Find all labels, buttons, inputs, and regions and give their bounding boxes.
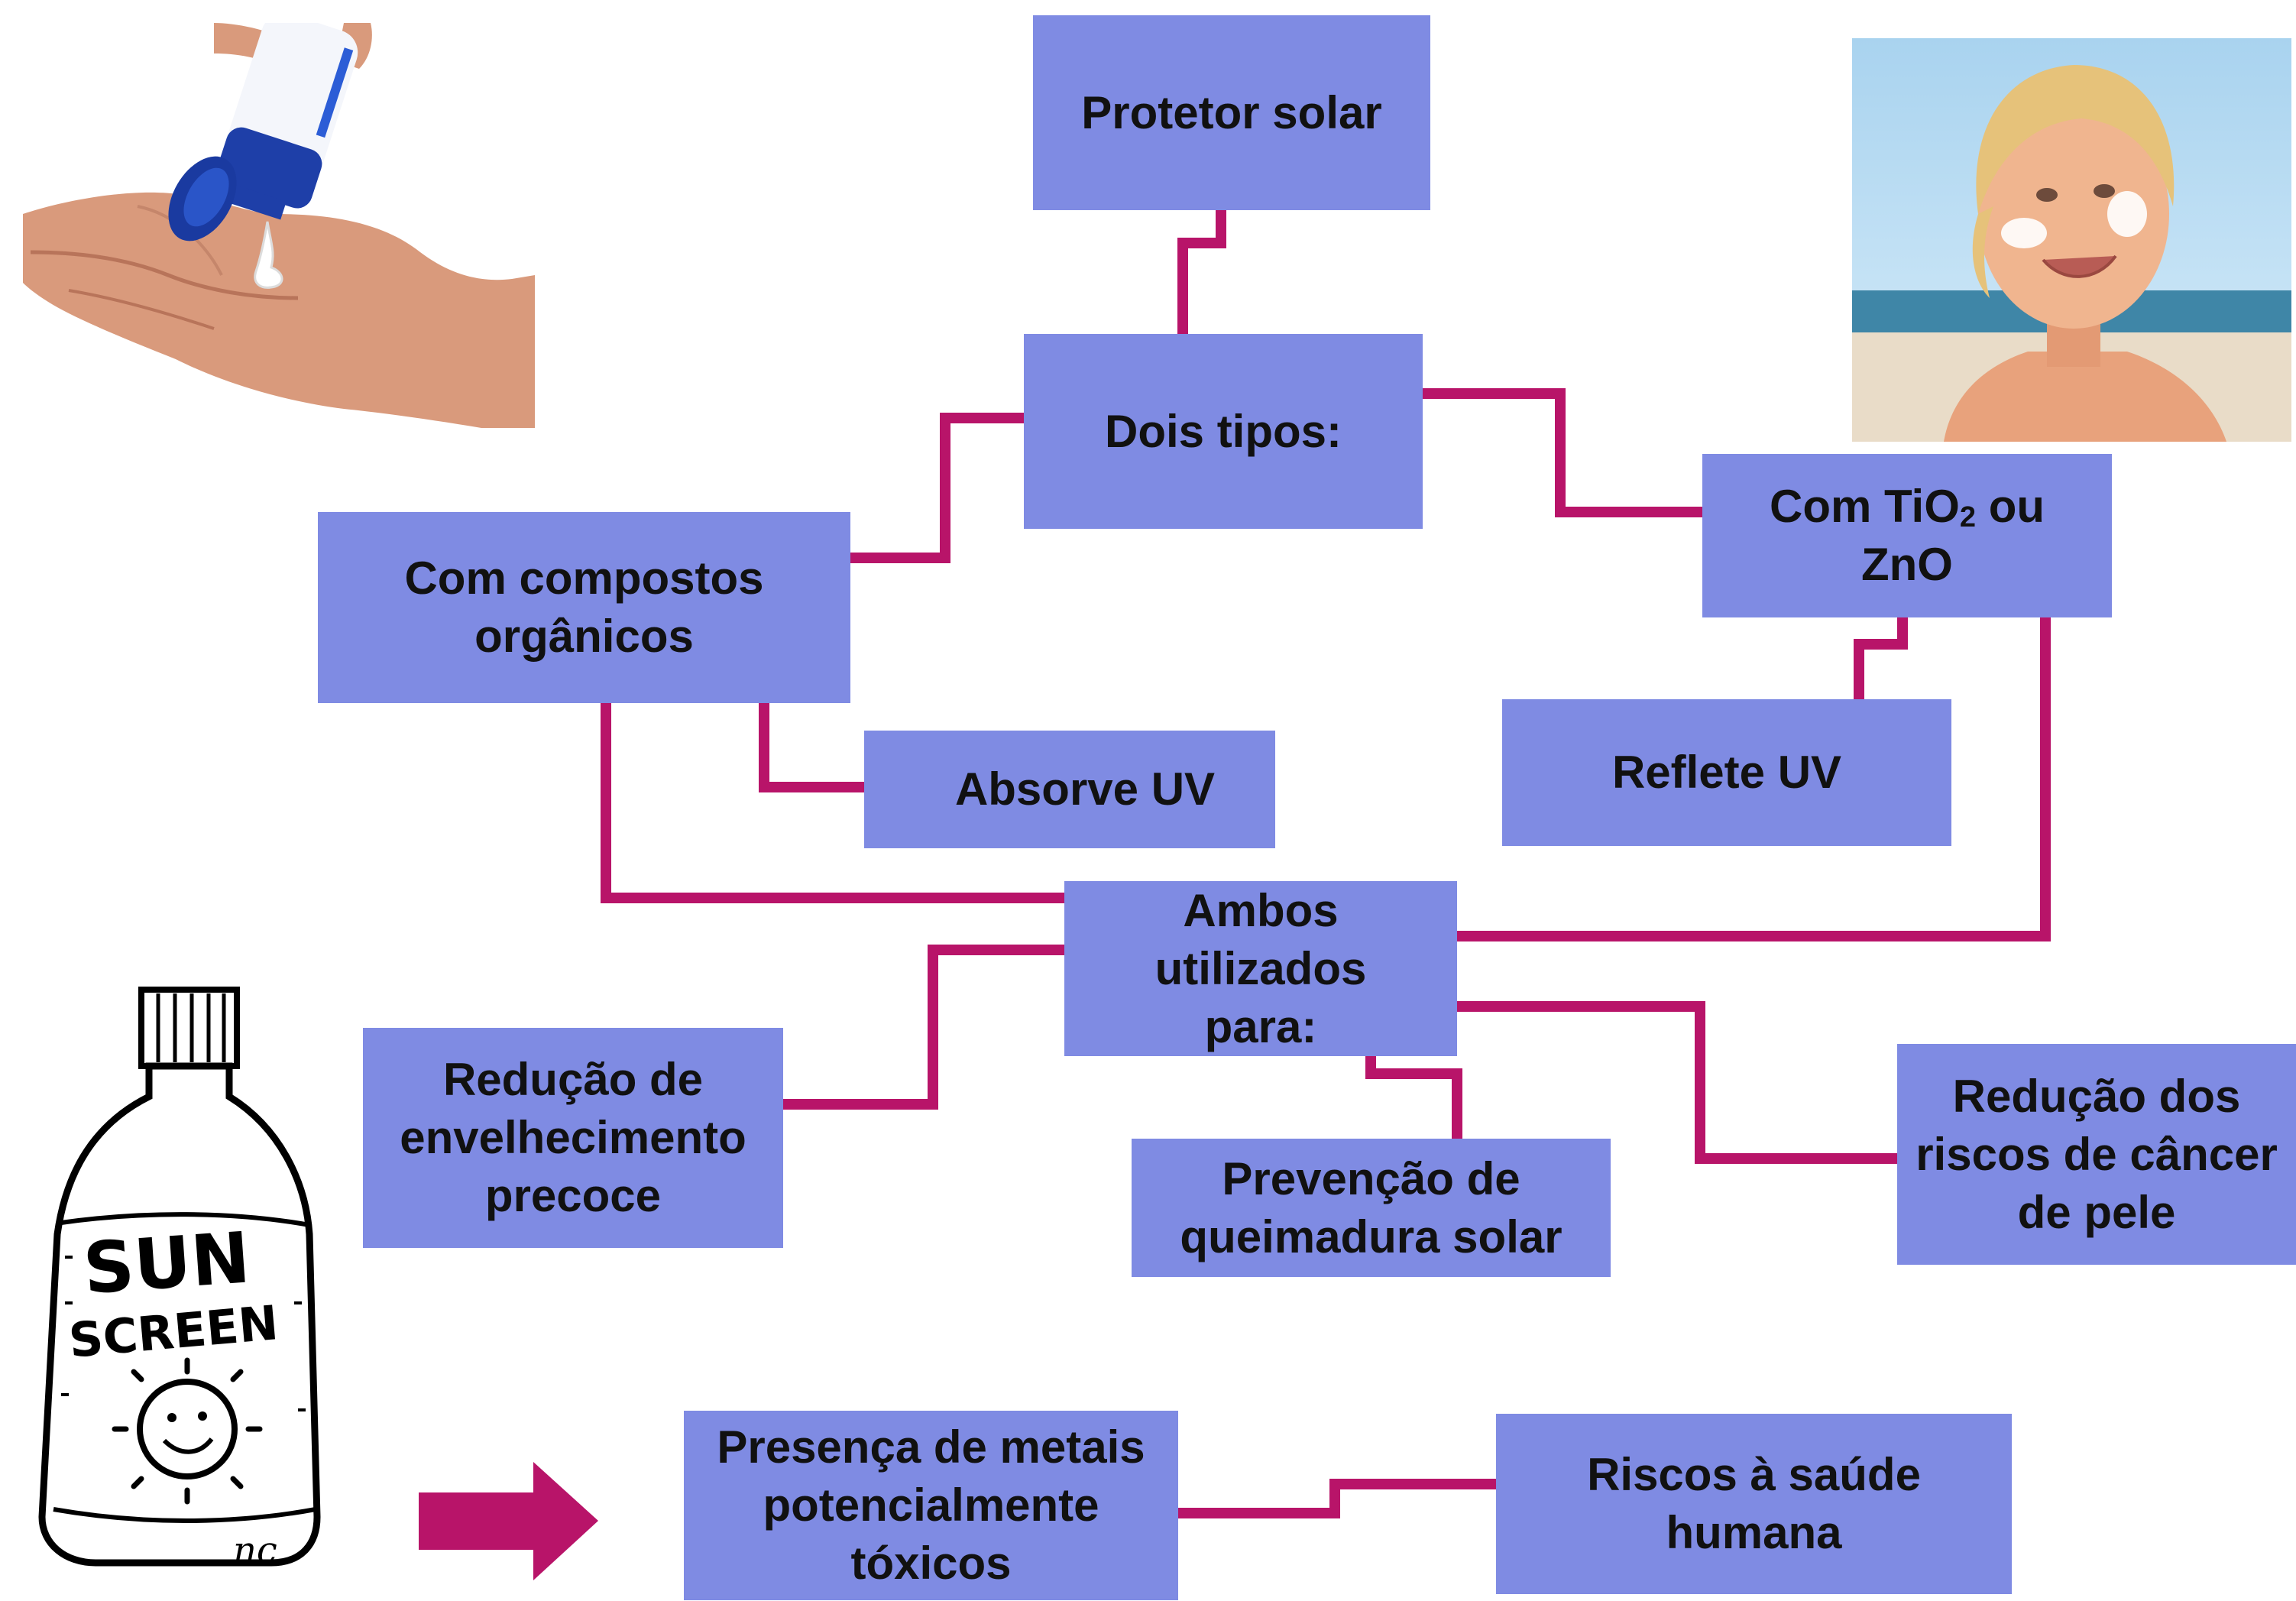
node-riscos-saude: Riscos à saúde humana [1496, 1414, 2012, 1594]
connector-tio2-ambos [1457, 617, 2051, 941]
node-absorve-uv: Absorve UV [864, 731, 1275, 848]
connector-metais-riscos [1178, 1479, 1496, 1518]
connector-ambos-cancer [1457, 1001, 1897, 1164]
connector-dois-organicos [850, 413, 1024, 563]
node-compostos-organicos: Com compostos orgânicos [318, 512, 850, 703]
connector-organicos-ambos [601, 703, 1064, 903]
connector-dois-tio2 [1423, 388, 1702, 517]
node-dois-tipos: Dois tipos: [1024, 334, 1423, 529]
node-cancer-pele: Redução dos riscos de câncer de pele [1897, 1044, 2296, 1265]
node-envelhecimento: Redução de envelhecimento precoce [363, 1028, 783, 1248]
node-reflete-uv: Reflete UV [1502, 699, 1951, 846]
connector-organicos-absorve [759, 703, 864, 792]
node-tio2-zno: Com TiO2 ou ZnO [1702, 454, 2112, 617]
connector-ambos-queimadura [1365, 1056, 1462, 1139]
connector-tio2-reflete [1854, 617, 1908, 699]
node-protetor-solar: Protetor solar [1033, 15, 1430, 210]
tio2-label: Com TiO2 ou ZnO [1769, 481, 2045, 590]
connector-ambos-envelhecimento [783, 945, 1064, 1110]
right-arrow-icon [419, 1462, 598, 1580]
sunscreen-bottle-cartoon: SUN SCREEN nc [38, 987, 321, 1572]
node-ambos-utilizados: Ambos utilizados para: [1064, 881, 1457, 1056]
node-queimadura: Prevenção de queimadura solar [1132, 1139, 1611, 1277]
node-metais-toxicos: Presença de metais potencialmente tóxico… [684, 1411, 1178, 1600]
connector-protetor-dois [1177, 210, 1226, 334]
bottle-signature: nc [233, 1529, 277, 1572]
bottle-text-sun: SUN [81, 1217, 253, 1310]
hand-with-sunscreen-image [23, 23, 535, 428]
child-with-sunscreen-image [1852, 38, 2291, 442]
